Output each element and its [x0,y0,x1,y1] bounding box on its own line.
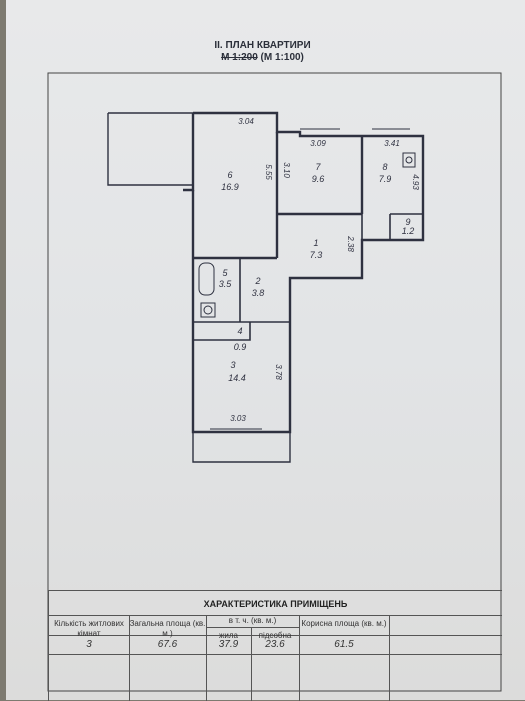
dim-room-8-width: 3.41 [384,139,400,148]
dim-room-7-width: 3.09 [310,139,326,148]
balcony-top [107,112,193,186]
room-2-number: 2 [254,276,260,286]
room-7-number: 7 [315,162,321,172]
bathtub-icon [198,262,215,296]
value-aux-area: 23.6 [265,639,285,650]
document-page [6,0,525,700]
toilet-icon [200,302,216,318]
wall-4 [193,322,251,341]
header-including: в т. ч. (кв. м.) [228,616,277,625]
room-9-area: 1.2 [402,226,415,236]
dim-room-3-width: 3.03 [230,414,246,423]
characteristics-table: ХАРАКТЕРИСТИКА ПРИМІЩЕНЬ Кількість житло… [48,590,502,701]
stove-icon [402,152,416,168]
outer-wall [191,111,425,434]
plan-title: II. ПЛАН КВАРТИРИ [214,40,311,51]
header-aux-area: підсобна [258,631,292,640]
table-rule [49,615,502,616]
table-rule [49,654,502,655]
room-6-number: 6 [227,170,232,180]
table-rule [129,615,130,701]
plan-frame [47,72,502,692]
balcony-bottom [192,432,291,463]
room-6-area: 16.9 [221,182,239,192]
room-3-area: 14.4 [228,373,246,383]
room-8-number: 8 [382,162,387,172]
value-living-rooms: 3 [86,639,92,650]
value-total-area: 67.6 [157,639,178,650]
table-rule [206,615,207,701]
dim-room-6-length: 5.55 [264,164,273,180]
room-9-number: 9 [405,217,410,227]
dim-room-3-length: 3.78 [274,364,283,380]
table-rule [49,635,502,636]
room-5-number: 5 [222,268,228,278]
room-3-number: 3 [230,360,235,370]
header-total-area: Загальна площа (кв. м.) [129,619,206,638]
header-living-rooms: Кількість житлових кімнат [54,619,124,638]
characteristics-title: ХАРАКТЕРИСТИКА ПРИМІЩЕНЬ [203,599,348,609]
room-2-area: 3.8 [252,288,265,298]
header-living-area: жила [219,631,238,640]
wall-9 [389,213,423,240]
dim-room-7-length: 3.10 [282,162,291,178]
room-5-area: 3.5 [219,279,233,289]
room-1-number: 1 [313,238,318,248]
table-rule [206,627,299,628]
dim-room-1-length: 2.38 [346,235,355,252]
scale-old: М 1:200 [221,52,258,63]
value-living-area: 37.9 [218,639,239,650]
room-8-area: 7.9 [379,174,392,184]
header-useful-area: Корисна площа (кв. м.) [301,619,387,628]
toilet-bowl-icon [203,305,213,315]
room-4-number: 4 [237,326,242,336]
plan-scale: М 1:200 (М 1:100) [0,52,525,63]
table-rule [389,615,390,701]
table-rule [299,615,300,701]
value-useful-area: 61.5 [334,639,354,650]
dim-room-8-length: 4.93 [411,174,420,190]
room-1-area: 7.3 [310,250,323,260]
wall-balcony-link [183,113,195,192]
room-7-area: 9.6 [312,174,325,184]
stove-burner-icon [405,156,413,164]
room-4-area: 0.9 [234,342,247,352]
scale-new: (М 1:100) [260,52,304,63]
table-rule [251,627,252,701]
dim-room-6-width: 3.04 [238,117,254,126]
